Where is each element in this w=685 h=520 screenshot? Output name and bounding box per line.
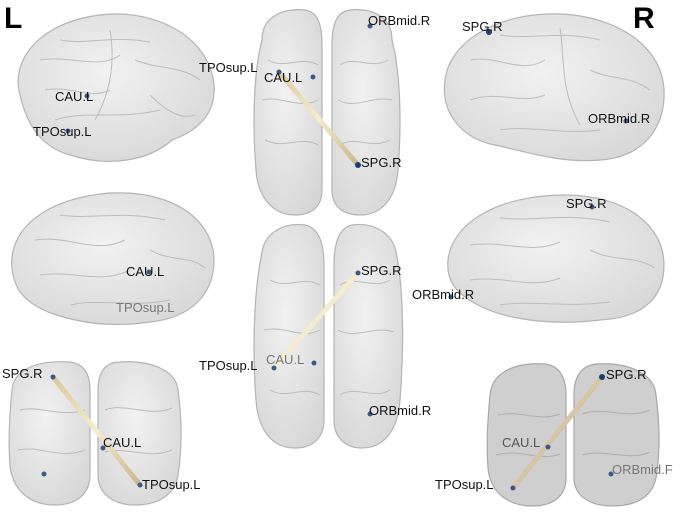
edge-tposup-l-spg-r-posterior [50, 374, 143, 488]
label-orbmid-r-medial: ORBmid.R [412, 287, 474, 302]
node-orbmid-r-right [623, 118, 629, 124]
node-orbmid-r-bottom [367, 411, 373, 417]
node-tposup-l-anterior [510, 485, 516, 491]
left-medial-view: CAU.L TPOsup.L [11, 192, 215, 325]
label-orbmid-r-anterior: ORBmid.F [612, 462, 673, 477]
node-orbmid-r-top [367, 23, 373, 29]
edge-tposup-l-spg-r-top [276, 69, 361, 168]
right-hemisphere-label: R [633, 2, 655, 35]
label-cau-l-top: CAU.L [264, 70, 302, 85]
label-spg-r-medial: SPG.R [566, 196, 606, 211]
node-tposup-l-bottom [271, 365, 277, 371]
label-cau-l: CAU.L [55, 89, 93, 104]
right-medial-view: SPG.R ORBmid.R [412, 194, 665, 323]
node-spg-r-top [355, 162, 361, 168]
node-cau-l-medial [146, 269, 152, 275]
label-tposup-l-top: TPOsup.L [199, 60, 258, 75]
label-tposup-l: TPOsup.L [33, 124, 92, 139]
node-cau-l [84, 93, 90, 99]
node-spg-r-anterior [599, 374, 605, 380]
node-cau-l-posterior [100, 445, 106, 451]
anterior-view: SPG.R CAU.L TPOsup.L ORBmid.F [435, 363, 673, 507]
posterior-view: SPG.R CAU.L TPOsup.L [2, 361, 201, 506]
node-spg-r-medial [589, 204, 595, 210]
node-orbmid-r-anterior [608, 471, 614, 477]
label-cau-l-anterior: CAU.L [502, 435, 540, 450]
label-orbmid-r-right: ORBmid.R [588, 111, 650, 126]
label-spg-r-top: SPG.R [361, 155, 401, 170]
label-cau-l-medial: CAU.L [126, 264, 164, 279]
node-spg-r-bottom [355, 270, 361, 276]
right-lateral-view: SPG.R ORBmid.R [443, 13, 665, 162]
label-orbmid-r-bottom: ORBmid.R [369, 403, 431, 418]
node-cau-l-anterior [545, 444, 551, 450]
edge-tposup-l-spg-r-bottom [271, 270, 361, 371]
label-cau-l-posterior: CAU.L [103, 435, 141, 450]
label-tposup-l-anterior: TPOsup.L [435, 477, 494, 492]
node-spg-r-posterior [50, 374, 56, 380]
label-spg-r-posterior: SPG.R [2, 366, 42, 381]
node-cau-l-top [310, 74, 316, 80]
label-tposup-l-bottom: TPOsup.L [199, 358, 258, 373]
node-tposup-l-posterior [137, 482, 143, 488]
label-tposup-l-medial: TPOsup.L [116, 300, 175, 315]
node-tposup-l-top [276, 69, 282, 75]
inferior-view: SPG.R CAU.L TPOsup.L ORBmid.R [199, 223, 431, 449]
label-cau-l-bottom: CAU.L [266, 352, 304, 367]
left-lateral-view: CAU.L TPOsup.L [17, 13, 215, 162]
node-orbmid-r-medial [448, 294, 454, 300]
label-spg-r-anterior: SPG.R [606, 367, 646, 382]
node-spg-r-right [486, 29, 492, 35]
left-hemisphere-label: L [4, 2, 23, 35]
edge-tposup-l-spg-r-anterior [510, 374, 605, 491]
superior-view: TPOsup.L CAU.L SPG.R ORBmid.R [199, 9, 430, 216]
label-spg-r-bottom: SPG.R [361, 263, 401, 278]
label-orbmid-r-top: ORBmid.R [368, 13, 430, 28]
node-tposup-l [65, 128, 71, 134]
node-orbmid-r-posterior [41, 471, 47, 477]
node-cau-l-bottom [311, 360, 317, 366]
label-tposup-l-posterior: TPOsup.L [142, 477, 201, 492]
label-spg-r-right: SPG.R [462, 19, 502, 34]
